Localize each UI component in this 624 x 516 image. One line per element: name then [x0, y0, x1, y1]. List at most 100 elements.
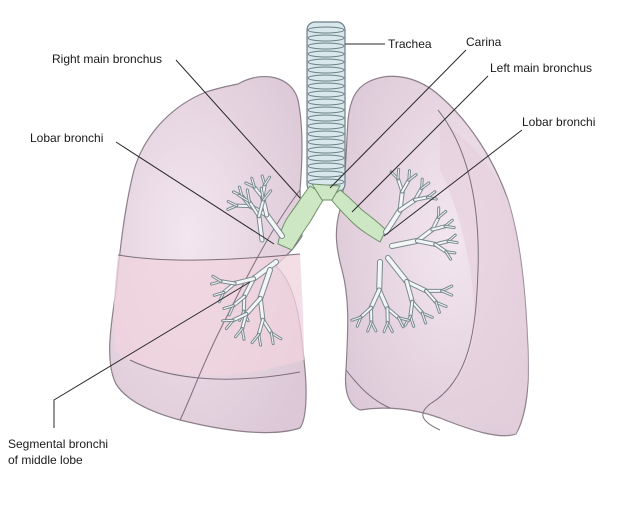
bronchiole-lumen — [431, 225, 447, 231]
bronchiole-lumen — [409, 300, 414, 318]
bronchiole-lumen — [251, 260, 278, 281]
trachea-ring — [307, 122, 345, 130]
trachea-ring — [307, 66, 345, 74]
trachea-ring — [307, 146, 345, 154]
bronchiole-lumen — [246, 189, 250, 203]
right-lower-edge — [129, 359, 301, 380]
bronchiole-lumen — [397, 168, 400, 180]
trachea-ring — [307, 34, 345, 42]
bronchiole-lumen — [390, 238, 420, 248]
bronchiole-lumen — [377, 260, 382, 292]
bronchiole-lumen — [233, 277, 256, 285]
leader-segmental-bronchi — [53, 281, 251, 428]
label-carina: Carina — [466, 35, 502, 49]
trachea-ring — [307, 154, 345, 162]
right-lung — [109, 76, 307, 434]
trachea-ring — [307, 42, 345, 50]
bronchiole-lumen — [257, 199, 265, 218]
bronchiole-lumen — [251, 333, 260, 344]
left-lower-lobe — [430, 120, 529, 434]
leader-lobar-bronchi-right — [115, 141, 275, 245]
left-cardiac-notch — [345, 369, 391, 409]
bronchiole-lumen — [242, 277, 256, 299]
label-segmental-bronchi-line2: of middle lobe — [8, 453, 83, 467]
bronchiole-lumen — [367, 321, 372, 332]
main-bronchi — [277, 183, 387, 251]
label-segmental-bronchi-line1: Segmental bronchi — [8, 437, 108, 451]
bronchiole-lumen — [405, 279, 428, 293]
label-left-main-bronchus: Left main bronchus — [490, 61, 592, 75]
bronchiole-lumen — [260, 187, 264, 201]
bronchiole-lumen — [258, 268, 272, 301]
label-trachea: Trachea — [388, 37, 432, 51]
bronchiole-lumen — [408, 174, 417, 181]
leader-left-main-bronchus — [351, 75, 489, 213]
trachea-ring — [307, 26, 345, 34]
bronchiole-lumen — [444, 225, 455, 229]
label-lobar-bronchi-left: Lobar bronchi — [522, 115, 595, 129]
trachea-ring — [307, 138, 345, 146]
bronchiole-lumen — [232, 313, 248, 322]
bronchiole-lumen — [405, 279, 414, 304]
right-main-bronchus — [277, 185, 327, 251]
bronchiole-lumen — [445, 251, 452, 260]
bronchiole-lumen — [447, 240, 458, 244]
trachea-ring — [307, 162, 345, 170]
bronchiole-lumen — [437, 210, 447, 218]
bronchiole-lumen — [213, 291, 225, 296]
bronchiole-lumen — [262, 190, 272, 201]
leader-carina — [329, 49, 467, 189]
bronchiole-lumen — [351, 316, 362, 321]
bronchiole-lumen — [359, 306, 373, 319]
label-lobar-bronchi-right: Lobar bronchi — [30, 131, 103, 145]
bronchiole-lumen — [264, 212, 284, 238]
trachea-ring — [307, 98, 345, 106]
right-horizontal-fissure — [117, 253, 301, 261]
left-oblique-fissure — [422, 109, 479, 431]
leader-lines — [53, 43, 523, 428]
leader-lobar-bronchi-left — [383, 129, 523, 237]
bronchiole-lumen — [248, 200, 260, 218]
trachea-ring — [307, 106, 345, 114]
bronchiole-lumen — [421, 312, 427, 324]
right-lung-outline — [109, 76, 307, 434]
bronchiole-lumen — [415, 239, 437, 246]
bronchiole-lumen — [427, 196, 437, 200]
trachea — [306, 21, 346, 193]
bronchiole-lumen — [369, 288, 381, 310]
bronchiole-lumen — [435, 301, 440, 313]
bronchiole-lumen — [244, 296, 262, 316]
trachea-ring — [307, 82, 345, 90]
bronchiole-lumen — [383, 321, 389, 333]
labels: Trachea Carina Left main bronchus Lobar … — [8, 35, 595, 467]
trachea-ring — [307, 58, 345, 66]
trachea-ring — [307, 90, 345, 98]
bronchiole-lumen — [212, 275, 222, 282]
bronchiole-lumen — [384, 208, 403, 234]
bronchiole-lumen — [227, 201, 238, 207]
bronchiole-lumen — [398, 317, 404, 328]
right-bronchial-tree — [210, 174, 285, 347]
leader-right-main-bronchus — [175, 59, 301, 199]
bronchiole-lumen — [219, 280, 236, 285]
bronchiole-lumen — [251, 177, 255, 188]
bronchiole-lumen — [223, 305, 234, 309]
trachea-ring — [307, 114, 345, 122]
bronchiole-lumen — [377, 288, 389, 310]
trachea-ring — [307, 74, 345, 82]
bronchiole-lumen — [270, 332, 274, 345]
bronchiole-lumen — [434, 243, 447, 253]
bronchiole-lumen — [414, 196, 429, 201]
bronchiole-lumen — [258, 296, 265, 322]
trachea-ring — [307, 130, 345, 138]
bronchiole-lumen — [257, 318, 264, 336]
trachea-ring — [307, 50, 345, 58]
bronchiole-lumen — [441, 290, 453, 296]
bronchiole-lumen — [264, 176, 271, 186]
bronchiole-lumen — [421, 182, 430, 189]
left-bronchial-tree — [350, 167, 459, 334]
bronchiole-lumen — [398, 198, 417, 212]
bronchiole-lumen — [386, 256, 409, 284]
bronchiole-lumen — [232, 295, 246, 307]
